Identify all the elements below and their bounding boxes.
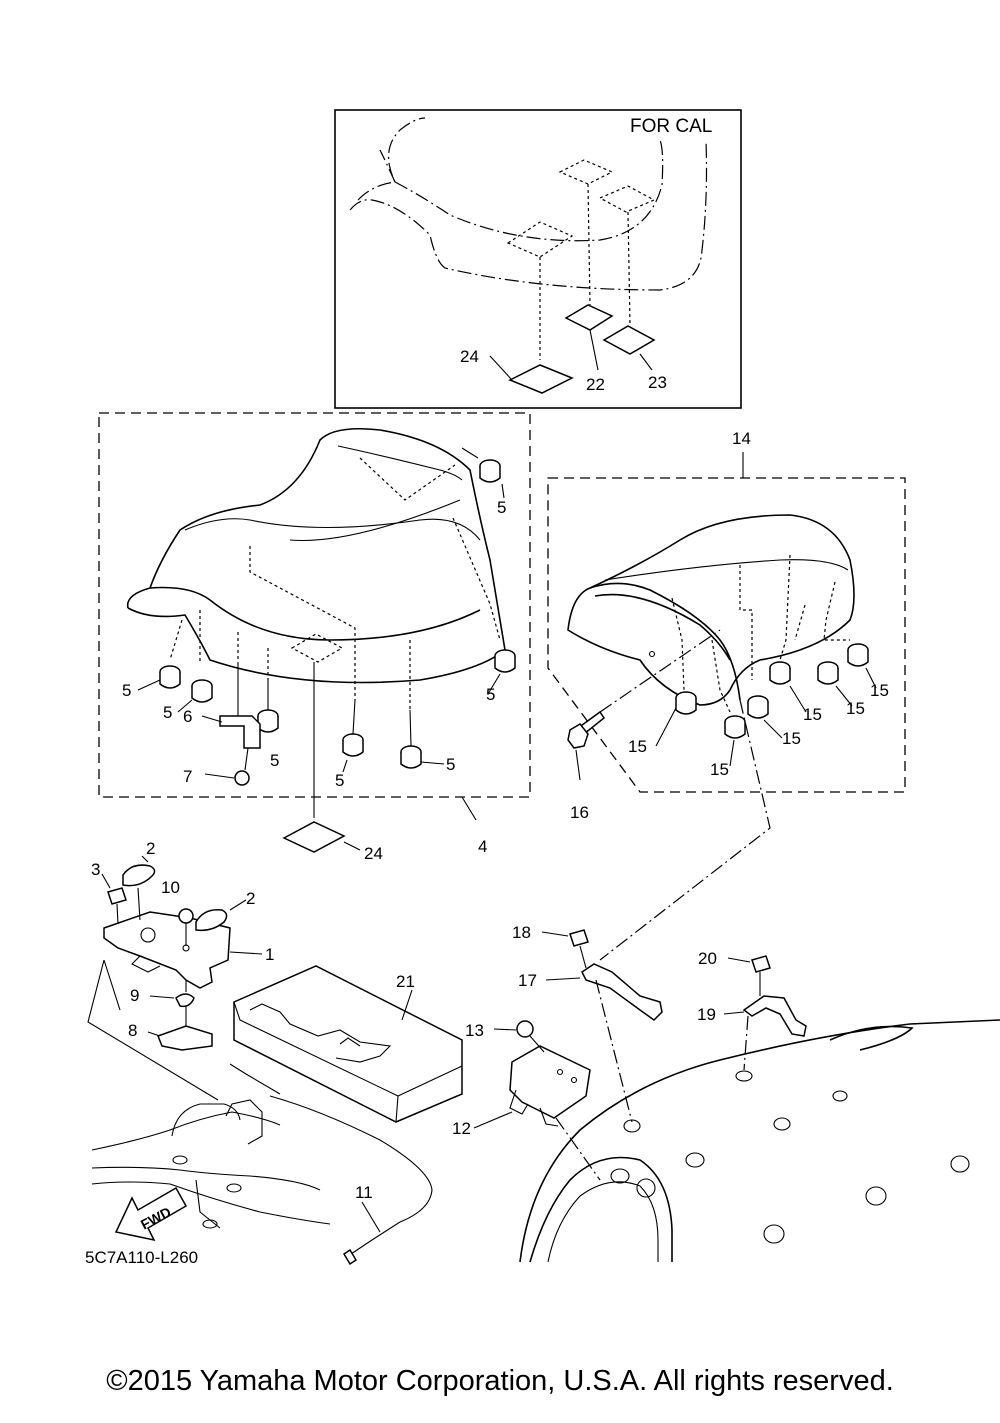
callout-11: 11 bbox=[355, 1183, 373, 1202]
callout-15: 15 bbox=[803, 705, 822, 724]
callout-22: 22 bbox=[586, 375, 605, 394]
callout-24: 24 bbox=[364, 844, 383, 863]
callout-14: 14 bbox=[732, 429, 751, 448]
forward-arrow-icon: FWD bbox=[114, 1186, 188, 1242]
callout-24-inset: 24 bbox=[460, 347, 479, 366]
callout-20: 20 bbox=[698, 949, 717, 968]
callout-5: 5 bbox=[335, 771, 344, 790]
rear-fender: 12 13 17 18 19 20 bbox=[452, 923, 1000, 1263]
callout-5: 5 bbox=[270, 751, 279, 770]
callout-4: 4 bbox=[478, 837, 487, 856]
inset-label: FOR CAL bbox=[630, 116, 712, 137]
seat-lock-plate-assembly: 1 2 2 3 10 9 8 11 bbox=[87, 839, 433, 1266]
callout-15: 15 bbox=[628, 737, 647, 756]
callout-12: 12 bbox=[452, 1119, 471, 1138]
callout-13: 13 bbox=[465, 1021, 484, 1040]
callout-7: 7 bbox=[183, 767, 192, 786]
seat-parts-diagram: FOR CAL 24 22 23 bbox=[85, 109, 1000, 1267]
callout-17: 17 bbox=[518, 971, 537, 990]
for-cal-inset: FOR CAL 24 22 23 bbox=[334, 109, 742, 409]
callout-9: 9 bbox=[130, 986, 139, 1005]
callout-15: 15 bbox=[782, 729, 801, 748]
callout-1: 1 bbox=[265, 945, 274, 964]
callout-6: 6 bbox=[183, 707, 192, 726]
copyright-notice: ©2015 Yamaha Motor Corporation, U.S.A. A… bbox=[106, 1365, 894, 1397]
callout-21: 21 bbox=[396, 972, 415, 991]
diagram-code: 5C7A110-L260 bbox=[85, 1248, 198, 1267]
callout-16: 16 bbox=[570, 803, 589, 822]
callout-15: 15 bbox=[870, 681, 889, 700]
callout-2: 2 bbox=[146, 839, 155, 858]
rider-seat-assembly: 5 5 5 5 5 5 5 6 7 4 24 bbox=[98, 412, 531, 863]
callout-18: 18 bbox=[512, 923, 531, 942]
tool-tray: 21 bbox=[233, 965, 463, 1123]
callout-15: 15 bbox=[710, 760, 729, 779]
damper-icon bbox=[159, 459, 516, 769]
callout-5: 5 bbox=[122, 681, 131, 700]
callout-23: 23 bbox=[648, 373, 667, 392]
callout-19: 19 bbox=[697, 1005, 716, 1024]
passenger-seat-assembly: 14 15 15 15 15 15 15 16 bbox=[547, 429, 906, 822]
callout-5: 5 bbox=[497, 498, 506, 517]
callout-2: 2 bbox=[246, 889, 255, 908]
damper-icon bbox=[675, 643, 869, 739]
callout-5: 5 bbox=[163, 703, 172, 722]
callout-5: 5 bbox=[486, 685, 495, 704]
frame-section: FWD 5C7A110-L260 bbox=[85, 1099, 331, 1267]
callout-5: 5 bbox=[446, 755, 455, 774]
callout-3: 3 bbox=[91, 860, 100, 879]
callout-10: 10 bbox=[161, 878, 180, 897]
callout-8: 8 bbox=[128, 1021, 137, 1040]
